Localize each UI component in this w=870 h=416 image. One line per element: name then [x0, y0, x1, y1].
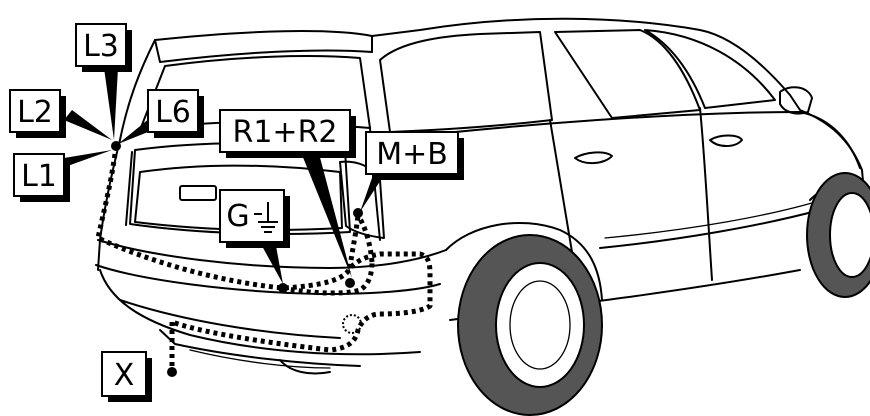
connection-point-mb	[353, 208, 363, 218]
label-r1r2-text: R1+R2	[233, 115, 338, 150]
label-l2: L2	[9, 89, 66, 138]
ground-symbol-icon	[254, 202, 278, 233]
label-r1r2: R1+R2	[219, 109, 356, 158]
label-l6: L6	[147, 89, 204, 138]
label-l1: L1	[13, 153, 70, 202]
label-l6-text: L6	[155, 95, 191, 130]
label-x: X	[101, 351, 152, 402]
label-g-text: G	[226, 199, 249, 234]
connection-point-x	[167, 367, 177, 377]
label-l2-text: L2	[17, 95, 53, 130]
label-mb: M+B	[365, 131, 464, 180]
wiring-harness	[95, 145, 433, 370]
connection-point-g	[278, 283, 288, 293]
label-x-text: X	[114, 358, 135, 393]
car-illustration	[95, 17, 870, 416]
label-l3: L3	[75, 23, 132, 72]
connection-point-r1r2	[345, 278, 355, 288]
label-l1-text: L1	[21, 159, 57, 194]
label-mb-text: M+B	[376, 137, 448, 172]
label-g: G	[219, 189, 290, 248]
grommet-icon	[342, 314, 362, 334]
connection-point-l	[111, 141, 121, 151]
label-l3-text: L3	[83, 29, 119, 64]
